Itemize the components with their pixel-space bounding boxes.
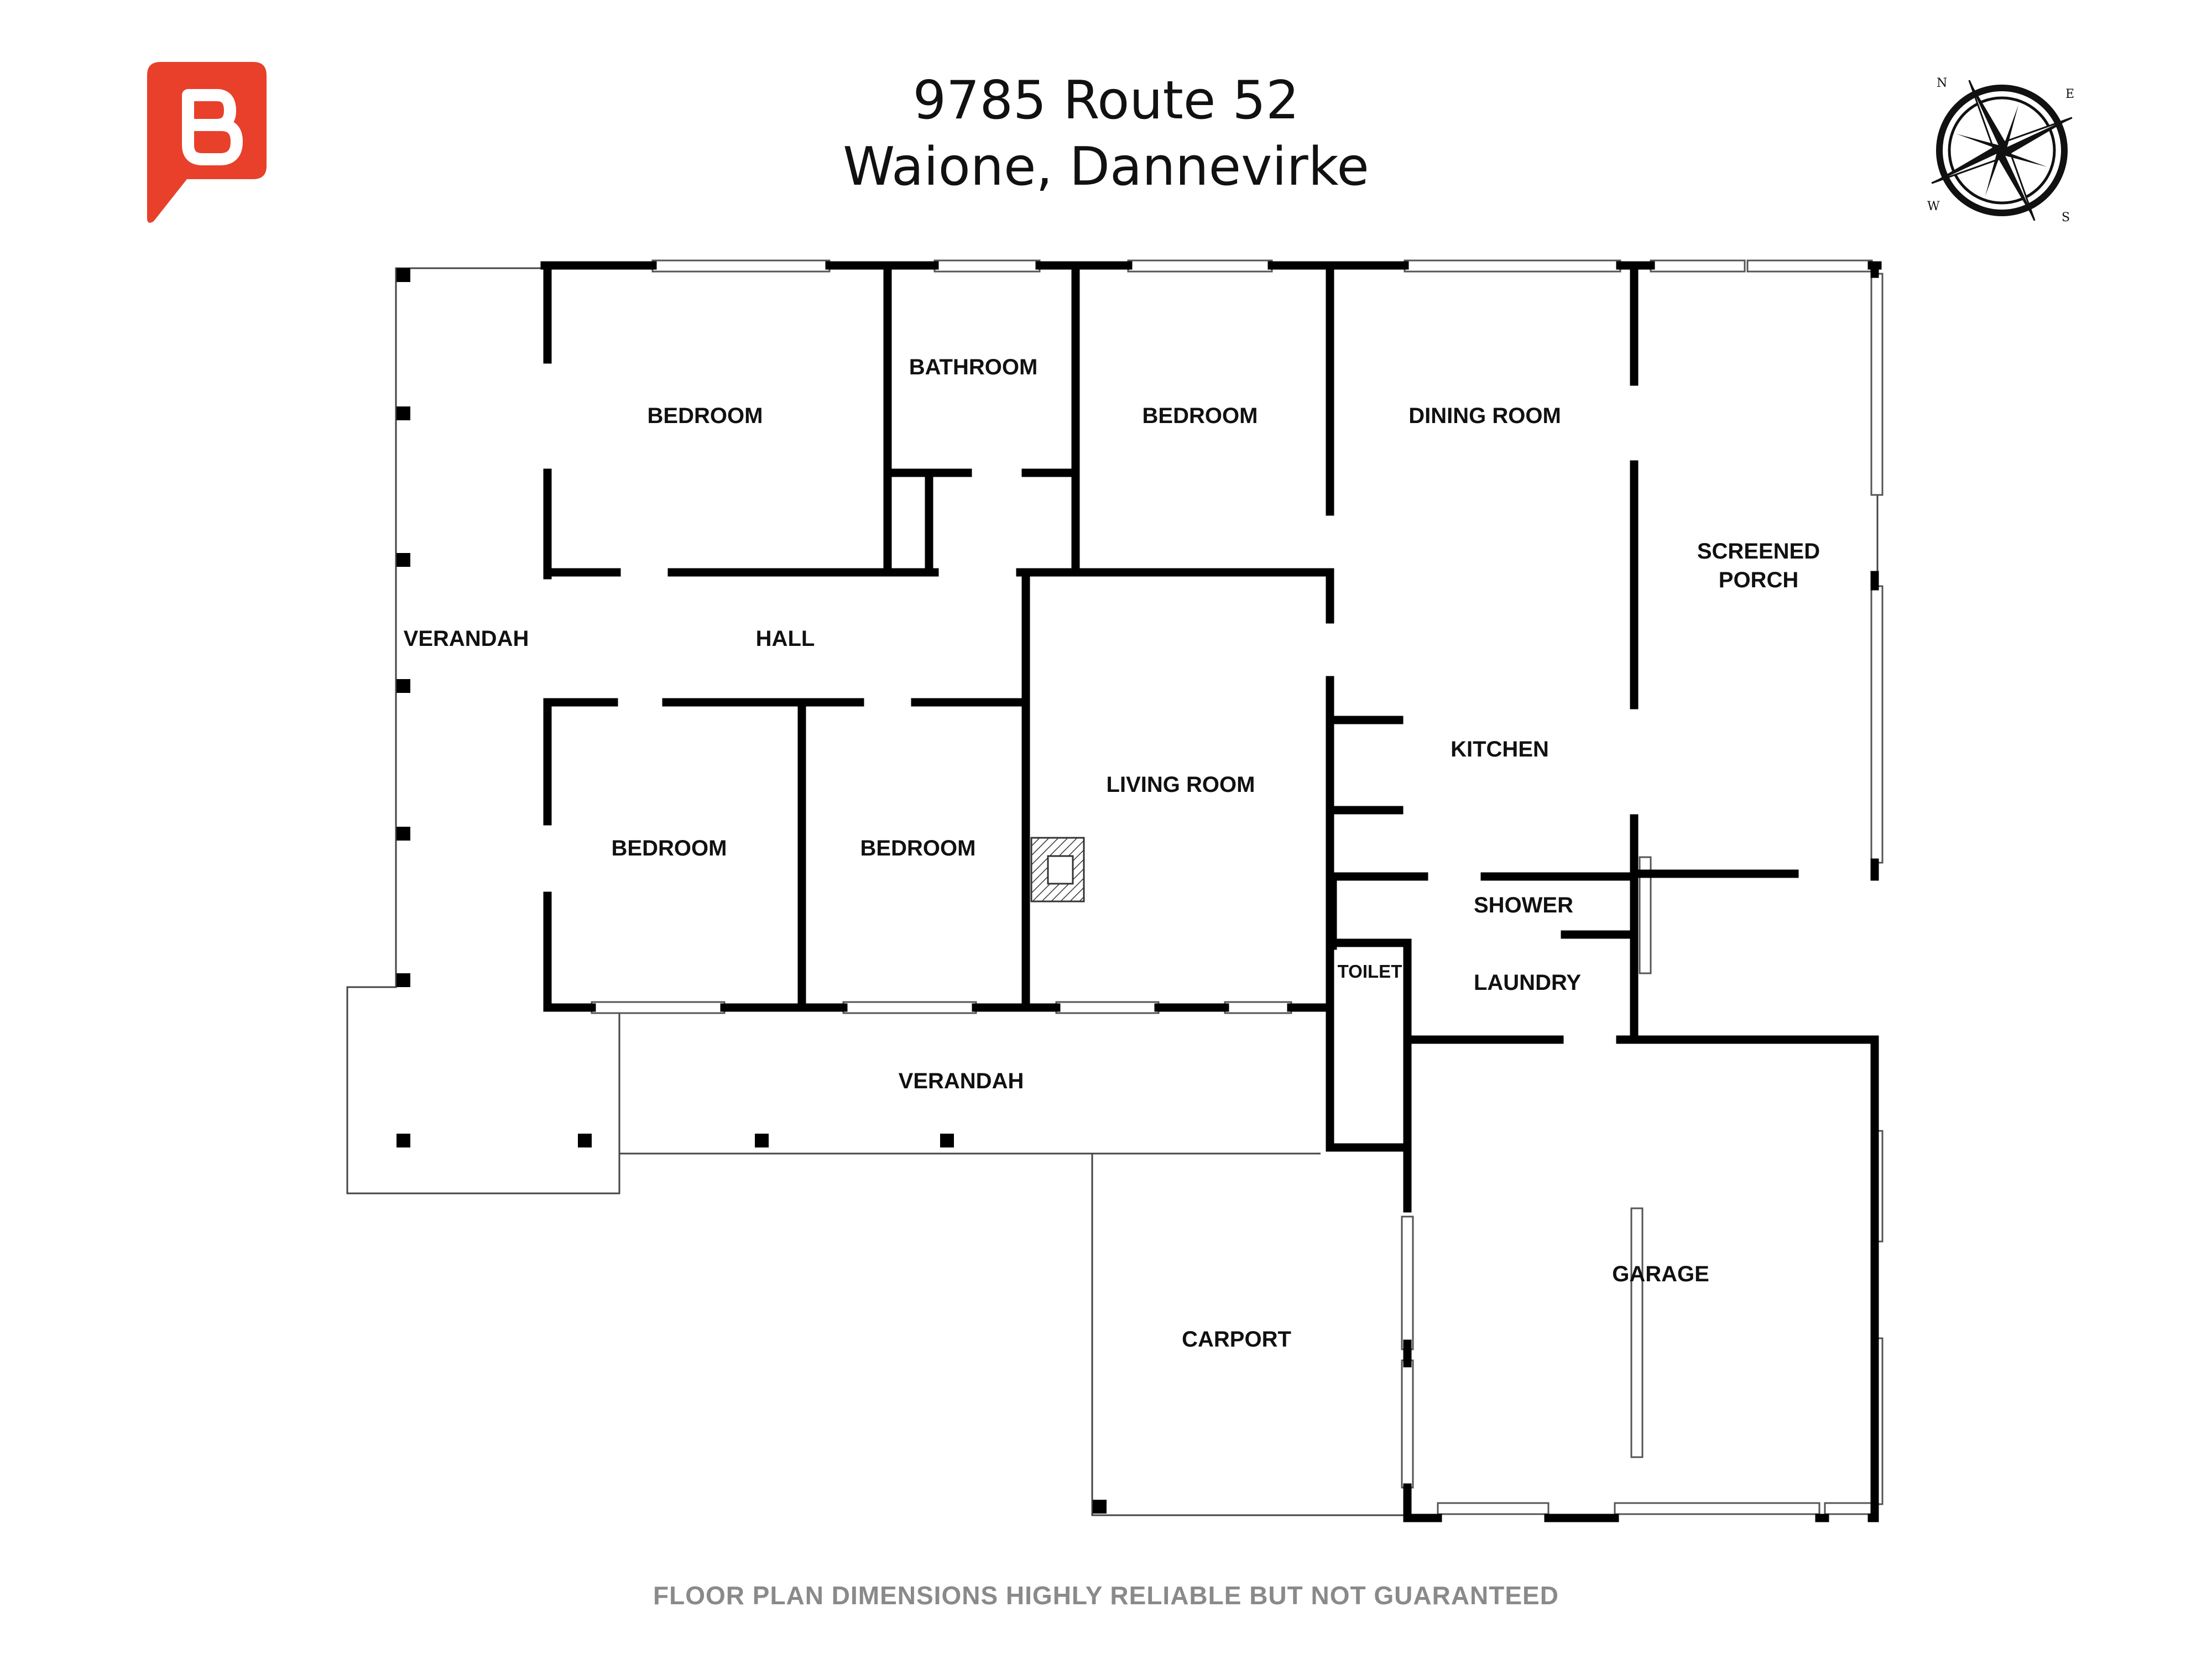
verandah-posts <box>397 268 1107 1514</box>
room-label-carport: CARPORT <box>1182 1327 1291 1352</box>
room-label-verandah-west: VERANDAH <box>404 627 529 651</box>
room-label-dining-room: DINING ROOM <box>1408 404 1561 428</box>
room-label-screened-porch-2: PORCH <box>1719 568 1798 592</box>
room-label-bedroom-1: BEDROOM <box>648 404 763 428</box>
room-label-bedroom-3: BEDROOM <box>612 836 727 860</box>
brand-b-logo <box>147 62 267 223</box>
room-label-toilet: TOILET <box>1338 961 1402 982</box>
room-label-screened-porch-1: SCREENED <box>1697 539 1820 564</box>
room-label-hall: HALL <box>756 627 815 651</box>
footer-disclaimer: FLOOR PLAN DIMENSIONS HIGHLY RELIABLE BU… <box>653 1581 1559 1610</box>
room-label-bathroom: BATHROOM <box>909 355 1038 379</box>
room-label-bedroom-2: BEDROOM <box>1142 404 1258 428</box>
compass-w-label: W <box>1927 200 1940 213</box>
room-label-laundry: LAUNDRY <box>1474 971 1581 995</box>
compass-s-label: S <box>2062 211 2070 225</box>
windows <box>591 259 1884 1515</box>
compass-e-label: E <box>2065 87 2074 101</box>
room-label-bedroom-4: BEDROOM <box>860 836 976 860</box>
room-label-living-room: LIVING ROOM <box>1107 773 1255 797</box>
walls <box>540 261 1882 1522</box>
room-labels: BEDROOM BATHROOM BEDROOM DINING ROOM SCR… <box>404 355 1820 1352</box>
address-line-2: Waione, Dannevirke <box>843 137 1369 197</box>
room-label-kitchen: KITCHEN <box>1451 737 1549 761</box>
fireplace-icon <box>1030 837 1085 902</box>
room-label-shower: SHOWER <box>1474 893 1573 917</box>
room-label-garage: GARAGE <box>1612 1262 1709 1286</box>
compass-rose-icon: N E S W <box>1927 76 2074 225</box>
room-label-verandah-south: VERANDAH <box>899 1069 1024 1093</box>
compass-n-label: N <box>1937 76 1947 90</box>
address-line-1: 9785 Route 52 <box>912 70 1300 131</box>
